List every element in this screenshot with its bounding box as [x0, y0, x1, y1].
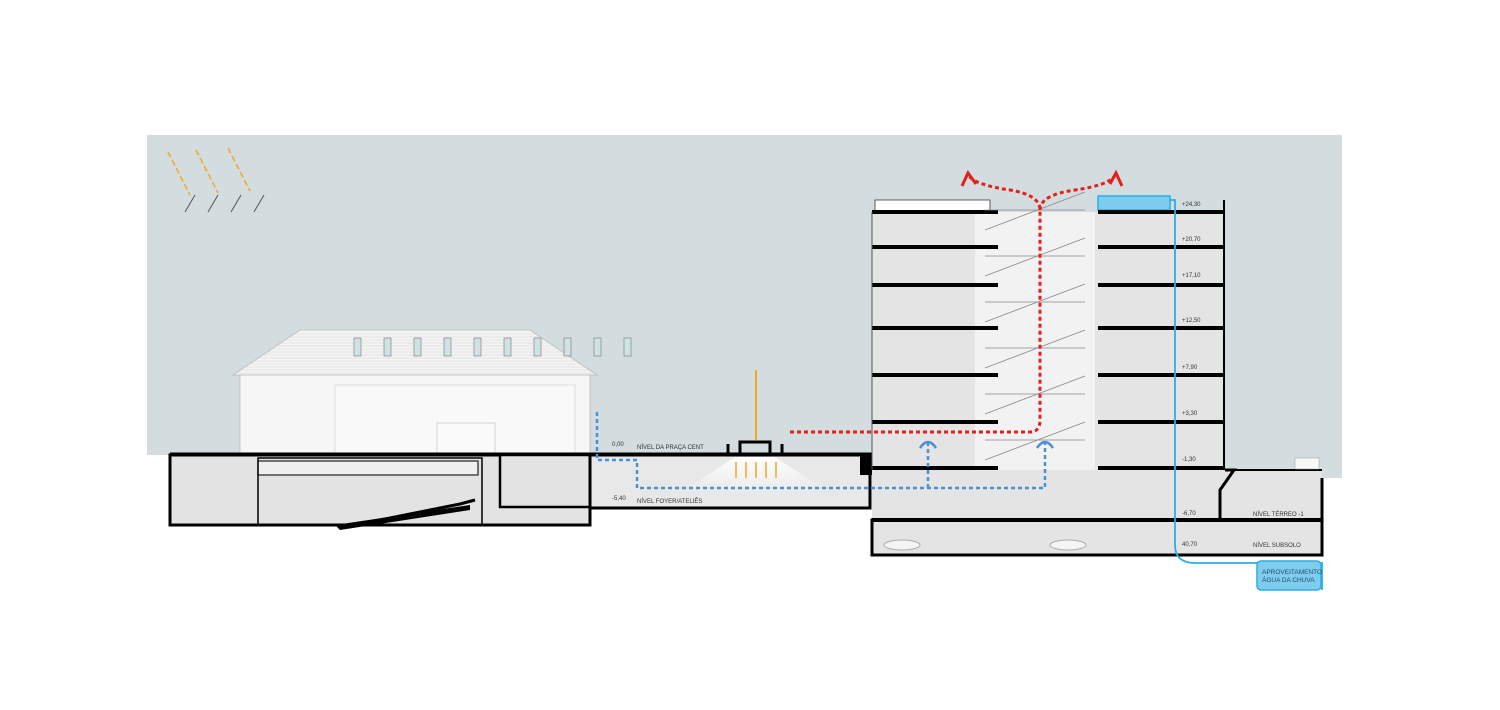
dormer-window: [383, 337, 392, 357]
dormer-window: [413, 337, 422, 357]
floor-slab: [1098, 326, 1225, 330]
ramp: [984, 283, 1086, 323]
cool-air-flow: [595, 412, 1047, 490]
sun-rays: [167, 147, 251, 196]
tower-basement: [870, 457, 1324, 557]
level-label: -1,30: [1182, 457, 1196, 463]
ramp: [984, 421, 1086, 461]
dormer-window: [593, 337, 602, 357]
floor-slab: [1098, 210, 1225, 214]
floor-slab: [872, 420, 998, 424]
level-label: -6,70: [1182, 511, 1196, 517]
level-label: +17,10: [1182, 273, 1201, 279]
plaza-level-label: NÍVEL DA PRAÇA CENT: [637, 444, 704, 451]
terreo-level-label: NÍVEL TÉRREO -1: [1253, 511, 1304, 518]
level-label: 40,70: [1182, 542, 1198, 548]
floor-slab: [1098, 245, 1225, 249]
foyer-level-label: NÍVEL FOYER/ATELIÊS: [637, 497, 702, 505]
floor-slab: [872, 283, 998, 287]
level-label: +3,30: [1182, 411, 1198, 417]
hot-air-arrow-right: [1108, 169, 1124, 187]
hot-air-flow: [790, 174, 1117, 434]
tower: [871, 191, 1225, 512]
rainwater-tank: [1256, 560, 1322, 591]
ramp: [984, 329, 1086, 369]
subsolo-level-label: NÍVEL SUBSOLO: [1253, 542, 1301, 549]
auditorium-basement: [168, 453, 592, 530]
dormer-window: [623, 337, 632, 357]
level-label: +24,30: [1182, 202, 1201, 208]
floor-slab: [1098, 420, 1225, 424]
level-label: +7,90: [1182, 365, 1198, 371]
tower-level-labels: +24,30 +20,70 +17,10 +12,50 +7,90 +3,30 …: [1182, 202, 1201, 548]
dormer-window: [533, 337, 542, 357]
dormer-window: [353, 337, 362, 357]
ramp: [984, 237, 1086, 277]
floor-slab: [872, 326, 998, 330]
ramp: [984, 191, 1086, 231]
skylight-light: [735, 462, 777, 478]
plaza-level-value: 0,00: [612, 442, 624, 448]
floor-slab: [872, 373, 998, 377]
floor-slab: [872, 210, 998, 214]
floor-slab: [1098, 466, 1225, 470]
dormer-window: [563, 337, 572, 357]
floor-slab: [1098, 283, 1225, 287]
cool-air-arrow-2: [1035, 440, 1055, 449]
dormer-window: [443, 337, 452, 357]
solar-panels: [184, 194, 265, 213]
floor-slab: [1098, 373, 1225, 377]
rainwater-pipe: [1170, 199, 1323, 590]
dormer-window: [473, 337, 482, 357]
floor-slab: [872, 466, 998, 470]
rainwater-label-1: APROVEITAMENTO: [1262, 569, 1322, 576]
hot-air-arrow-left: [960, 170, 978, 187]
historic-building: [231, 329, 632, 454]
floor-slab: [872, 245, 998, 249]
rainwater-label-2: ÁGUA DA CHUVA: [1262, 575, 1315, 584]
foyer-level-value: -5,40: [612, 496, 626, 502]
level-label: +20,70: [1182, 237, 1201, 243]
dormer-window: [503, 337, 512, 357]
cool-air-arrow-1: [918, 440, 938, 449]
level-label: +12,50: [1182, 318, 1201, 324]
ramp: [984, 375, 1086, 415]
